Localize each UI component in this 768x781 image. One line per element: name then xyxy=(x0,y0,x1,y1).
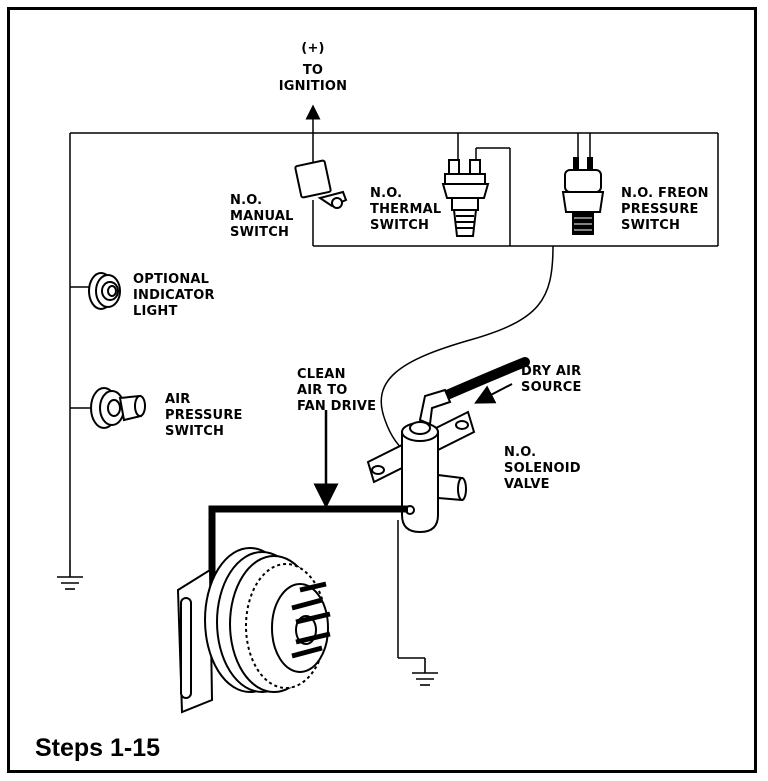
freon-pressure-switch-icon xyxy=(561,157,605,235)
label-airsw-1: AIR xyxy=(165,392,191,407)
wiring-lines xyxy=(69,132,719,659)
label-indicator-1: OPTIONAL xyxy=(133,272,209,287)
label-airsw-3: SWITCH xyxy=(165,424,224,439)
label-plus: (+) xyxy=(301,41,324,56)
fan-drive-icon xyxy=(176,547,331,714)
label-indicator-3: LIGHT xyxy=(133,304,178,319)
label-solenoid-3: VALVE xyxy=(504,477,550,492)
label-thermal-1: N.O. xyxy=(370,186,402,201)
label-manual-2: MANUAL xyxy=(230,209,294,224)
label-clean-1: CLEAN xyxy=(297,367,346,382)
label-solenoid-2: SOLENOID xyxy=(504,461,581,476)
label-freon-2: PRESSURE xyxy=(621,202,699,217)
label-manual-1: N.O. xyxy=(230,193,262,208)
clean-air-line xyxy=(208,410,408,585)
label-ignition: IGNITION xyxy=(279,79,347,94)
ground-icon xyxy=(57,560,83,590)
label-solenoid-1: N.O. xyxy=(504,445,536,460)
thermal-switch-icon xyxy=(441,159,490,237)
label-freon-3: SWITCH xyxy=(621,218,680,233)
label-airsw-2: PRESSURE xyxy=(165,408,243,423)
label-thermal-3: SWITCH xyxy=(370,218,429,233)
label-clean-2: AIR TO xyxy=(297,383,348,398)
label-dry-2: SOURCE xyxy=(521,380,582,395)
air-pressure-switch-icon xyxy=(90,387,146,429)
label-thermal-2: THERMAL xyxy=(370,202,441,217)
dry-air-hose xyxy=(435,357,530,404)
label-manual-3: SWITCH xyxy=(230,225,289,240)
indicator-light-icon xyxy=(88,272,121,310)
label-clean-3: FAN DRIVE xyxy=(297,399,376,414)
ground-icon xyxy=(412,658,438,686)
label-dry-1: DRY AIR xyxy=(521,364,581,379)
solenoid-valve-icon xyxy=(366,388,476,534)
label-to: TO xyxy=(303,63,323,78)
manual-switch-icon xyxy=(294,159,348,209)
label-indicator-2: INDICATOR xyxy=(133,288,215,303)
diagram-frame xyxy=(7,7,757,773)
steps-caption: Steps 1-15 xyxy=(35,734,161,762)
labels: (+) TO IGNITION N.O. MANUAL SWITCH N.O. … xyxy=(133,41,709,492)
label-freon-1: N.O. FREON xyxy=(621,186,709,201)
